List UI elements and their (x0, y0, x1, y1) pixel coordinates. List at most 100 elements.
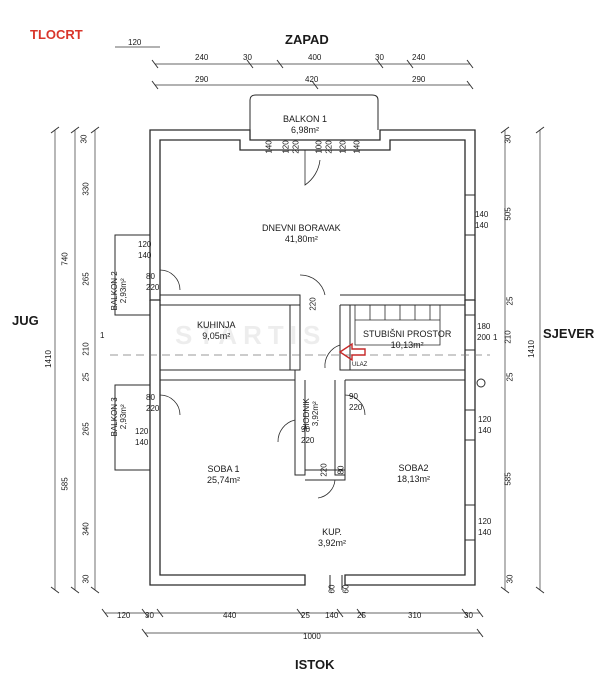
dim-left-265b: 265 (81, 422, 91, 436)
outer-wall (149, 129, 476, 301)
door-stair (324, 344, 341, 369)
dim-right-210: 210 (503, 330, 513, 344)
dim-win-top-2: 120 (281, 140, 291, 154)
room-soba1: SOBA 1 25,74m² (207, 465, 240, 485)
stairs (354, 304, 441, 346)
dim-b2-220: 220 (146, 283, 160, 292)
room-name: SOBA 1 (207, 464, 240, 474)
dim-win-top-4: 100 (314, 140, 324, 154)
wall-stair-left (339, 305, 351, 371)
entrance-arrow (338, 342, 366, 362)
room-name: KUHINJA (197, 320, 236, 330)
dim-bot-25a: 25 (301, 611, 310, 620)
dim-left-30a: 30 (79, 134, 89, 144)
dim-left-330: 330 (81, 182, 91, 196)
dim-top-420: 420 (305, 75, 319, 84)
dim-right-30b: 30 (505, 574, 515, 584)
dim-right-1410: 1410 (526, 340, 536, 358)
dim-b3-140: 140 (135, 438, 149, 447)
dim-right-30a: 30 (503, 134, 513, 144)
room-area: 2,93m² (118, 278, 128, 304)
room-dnevni-boravak: DNEVNI BORAVAK 41,80m² (262, 224, 341, 244)
dim-top-120: 120 (128, 38, 142, 47)
plan-title: TLOCRT (30, 27, 83, 42)
section-marker-right: 1 (493, 333, 498, 342)
dim-left-265a: 265 (81, 272, 91, 286)
dim-right-25b: 25 (505, 372, 515, 382)
dimension-lines (50, 46, 545, 638)
room-name: KUP. (322, 527, 342, 537)
room-name: BALKON 2 (109, 271, 119, 311)
dim-win-top-5: 220 (324, 140, 334, 154)
dim-kitchen-door: 220 (308, 297, 318, 311)
dim-win-e3a: 120 (478, 415, 492, 424)
room-kup: KUP. 3,92m² (318, 528, 346, 548)
dim-left-30b: 30 (81, 574, 91, 584)
dim-bot-140: 140 (325, 611, 339, 620)
dim-win-e3b: 140 (478, 426, 492, 435)
dim-bot-440: 440 (223, 611, 237, 620)
dim-top-290b: 290 (412, 75, 426, 84)
dim-b3-220: 220 (146, 404, 160, 413)
window-e4 (465, 504, 475, 541)
door-soba2 (344, 394, 366, 416)
dim-win-e1a: 140 (475, 210, 489, 219)
room-name: STUBIŠNI PROSTOR (363, 329, 452, 339)
dim-win-e1b: 140 (475, 221, 489, 230)
dim-top-400: 400 (308, 53, 322, 62)
dim-win-e2a: 180 (477, 322, 491, 331)
dim-left-340: 340 (81, 522, 91, 536)
dim-bot-30b: 30 (464, 611, 473, 620)
dim-top-240a: 240 (195, 53, 209, 62)
dim-b2-140: 140 (138, 251, 152, 260)
door-bath (317, 479, 336, 499)
dim-right-25a: 25 (505, 296, 515, 306)
dim-win-top-6: 120 (338, 140, 348, 154)
outer-wall-right (344, 300, 476, 586)
watermark: STARTIS (175, 320, 327, 350)
dim-hall-door-90: 90 (349, 392, 358, 401)
dim-b2-120: 120 (138, 240, 152, 249)
room-area: 41,80m² (284, 234, 318, 244)
outer-wall-lower (149, 300, 306, 586)
balcony3-outline (114, 384, 151, 471)
column-marker (476, 378, 486, 388)
dim-win-e4a: 120 (478, 517, 492, 526)
dim-bot-30a: 30 (145, 611, 154, 620)
wall-stair-bottom (345, 369, 466, 381)
window-e2 (465, 314, 475, 351)
wall-kitchen-top (160, 294, 301, 306)
dim-b3-120: 120 (135, 427, 149, 436)
window-e3 (465, 409, 475, 441)
dim-b2-80: 80 (146, 272, 155, 281)
wall-stair-top (340, 294, 466, 306)
wall-kitchen-bottom (160, 369, 296, 381)
balcony1-outline (249, 94, 379, 130)
entrance-label: ULAZ (352, 362, 368, 368)
room-area: 2,93m² (118, 404, 128, 430)
room-area: 10,13m² (390, 340, 424, 350)
room-name: SOBA2 (398, 463, 429, 473)
dim-win-top-7: 140 (352, 140, 362, 154)
dim-top-290a: 290 (195, 75, 209, 84)
dim-bot-310: 310 (408, 611, 422, 620)
door-balcony2 (159, 269, 181, 291)
dim-hall-door-220: 220 (349, 403, 363, 412)
dim-win-top-3: 220 (291, 140, 301, 154)
dim-right-505: 505 (503, 207, 513, 221)
window-e1 (465, 194, 475, 236)
dim-bath-80: 80 (336, 465, 346, 475)
room-balkon1: BALKON 1 6,98m² (283, 115, 327, 135)
room-stubisni: STUBIŠNI PROSTOR 10,13m² (363, 330, 451, 350)
room-soba2: SOBA2 18,13m² (397, 464, 430, 484)
compass-east: ISTOK (295, 657, 335, 672)
dim-left-210: 210 (81, 342, 91, 356)
dim-bot-door-b: 60 (341, 584, 351, 594)
window-bottom (329, 575, 343, 590)
wall-hall-right (334, 380, 346, 476)
dim-right-585: 585 (503, 472, 513, 486)
dim-top-30b: 30 (375, 53, 384, 62)
dim-top-30a: 30 (243, 53, 252, 62)
dim-bath-220: 220 (319, 463, 329, 477)
